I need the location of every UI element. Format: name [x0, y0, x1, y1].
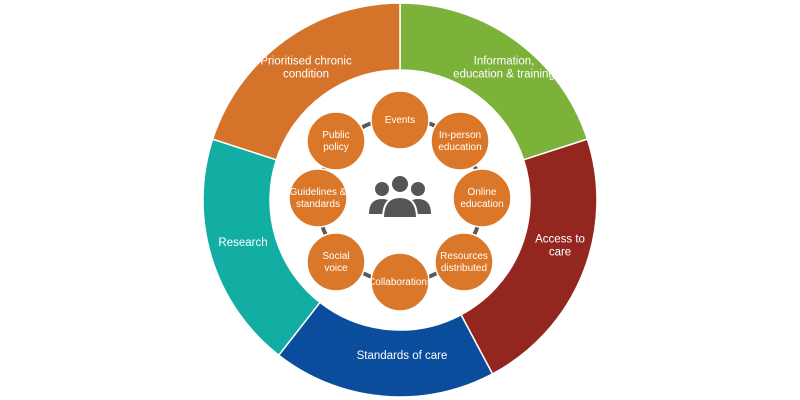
node-events: [370, 90, 430, 150]
ring-label-research-line: Research: [218, 237, 267, 249]
node-label-in-person-education-line: education: [438, 142, 481, 153]
node-label-in-person-education-line: In-person: [439, 130, 481, 141]
node-resources-distributed: [434, 232, 494, 292]
node-label-guidelines-standards-line: standards: [296, 199, 340, 210]
people-group-icon: [369, 174, 431, 219]
node-label-events: Events: [385, 115, 416, 126]
node-guidelines-standards: [288, 168, 348, 228]
ring-label-access-line: care: [549, 247, 571, 259]
ring-label-information-line: Information,: [474, 56, 535, 68]
node-label-online-education-line: Online: [468, 187, 497, 198]
node-label-online-education-line: education: [460, 199, 503, 210]
node-social-voice: [306, 232, 366, 292]
node-label-events-line: Events: [385, 115, 416, 126]
ring-label-standards-line: Standards of care: [357, 350, 448, 362]
node-label-social-voice-line: voice: [324, 263, 348, 274]
node-label-social-voice-line: Social: [322, 251, 349, 262]
node-public-policy: [306, 111, 366, 171]
node-label-resources-distributed-line: distributed: [441, 263, 487, 274]
node-label-public-policy-line: policy: [323, 142, 349, 153]
node-label-resources-distributed-line: Resources: [440, 251, 488, 262]
node-in-person-education: [430, 111, 490, 171]
node-label-guidelines-standards-line: Guidelines &: [290, 187, 347, 198]
node-collaborations: [370, 252, 430, 312]
node-online-education: [452, 168, 512, 228]
ring-label-prioritised-line: Prioritised chronic: [260, 56, 352, 68]
node-label-guidelines-standards: Guidelines &standards: [290, 187, 347, 210]
node-label-collaborations-line: Collaborations: [368, 277, 432, 288]
ring-label-standards: Standards of care: [357, 350, 448, 362]
node-label-collaborations: Collaborations: [368, 277, 432, 288]
ring-label-information-line: education & training: [453, 69, 555, 81]
ring-label-research: Research: [218, 237, 267, 249]
ring-label-information: Information,education & training: [453, 56, 555, 81]
ring-label-access-line: Access to: [535, 234, 585, 246]
ring-label-prioritised-line: condition: [283, 69, 329, 81]
node-label-public-policy-line: Public: [322, 130, 349, 141]
